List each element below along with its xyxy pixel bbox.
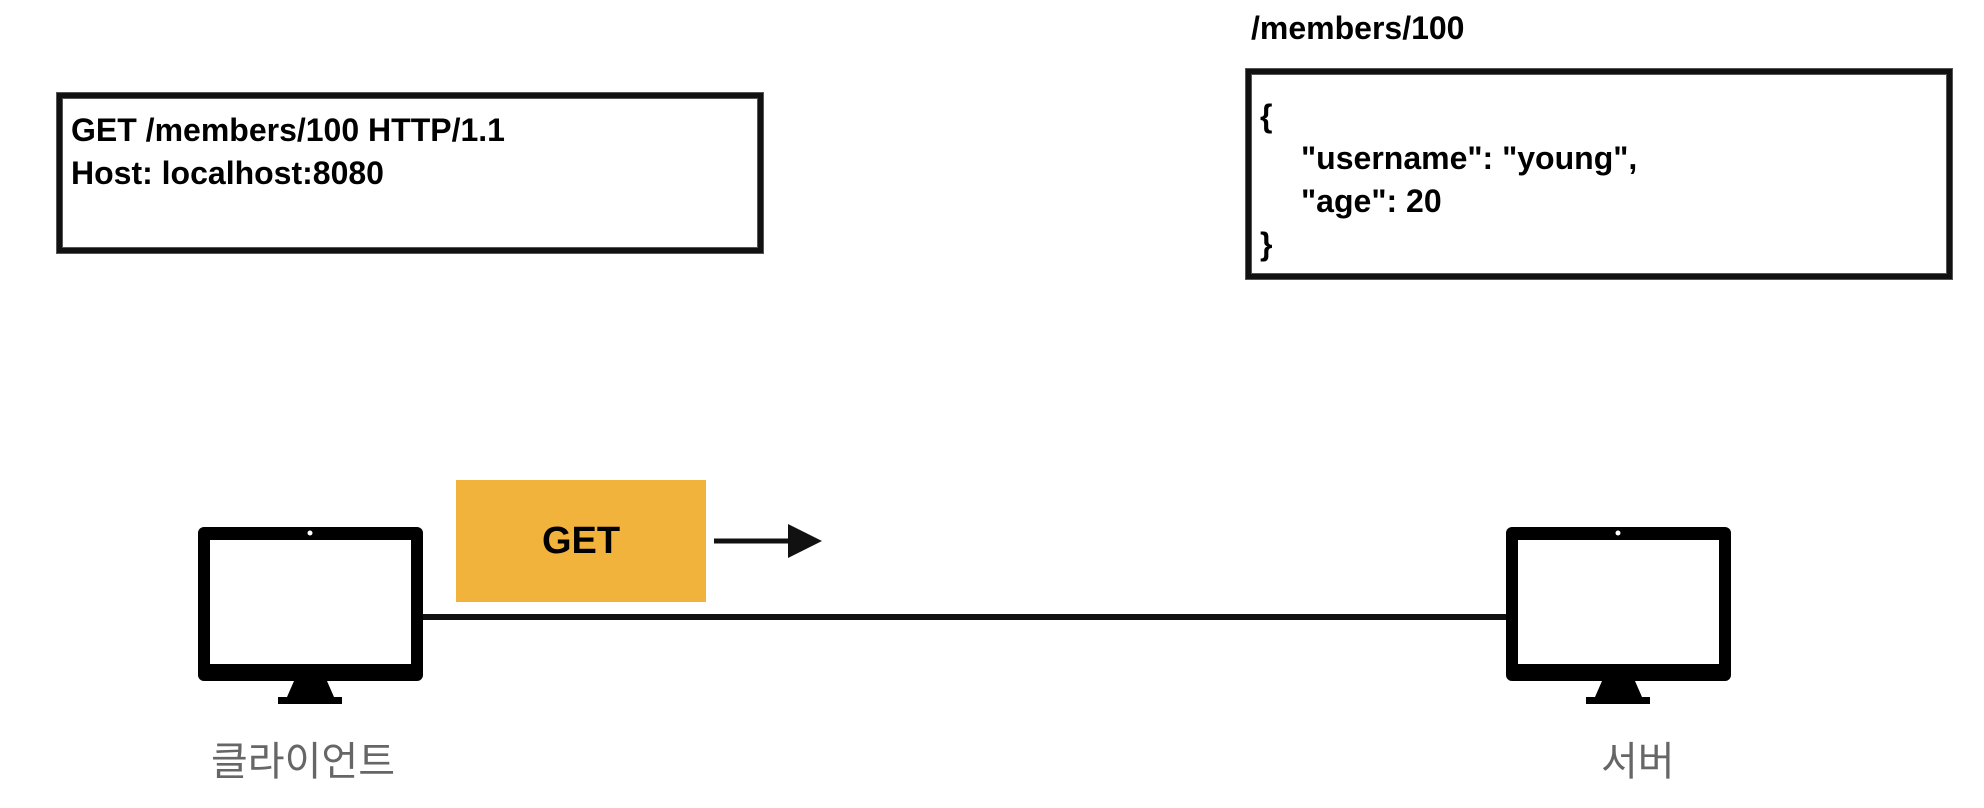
client-label: 클라이언트: [211, 739, 395, 785]
request-host-header: Host: localhost:8080: [71, 155, 384, 191]
request-arrow-head: [788, 524, 822, 558]
server-label: 서버: [1601, 739, 1675, 785]
client-monitor-icon: [198, 527, 423, 704]
resource-path-label: /members/100: [1251, 10, 1465, 46]
get-method-label: GET: [541, 519, 621, 562]
request-line: GET /members/100 HTTP/1.1: [71, 112, 505, 148]
http-request-box: GET /members/100 HTTP/1.1 Host: localhos…: [57, 93, 763, 253]
get-method-badge: GET: [456, 480, 706, 602]
json-age-field: "age": 20: [1301, 183, 1442, 219]
server-monitor-icon: [1506, 527, 1731, 704]
json-resource-box: { "username": "young", "age": 20 }: [1246, 69, 1952, 279]
json-open-brace: {: [1260, 98, 1273, 134]
json-username-field: "username": "young",: [1301, 140, 1638, 176]
json-close-brace: }: [1260, 226, 1273, 262]
